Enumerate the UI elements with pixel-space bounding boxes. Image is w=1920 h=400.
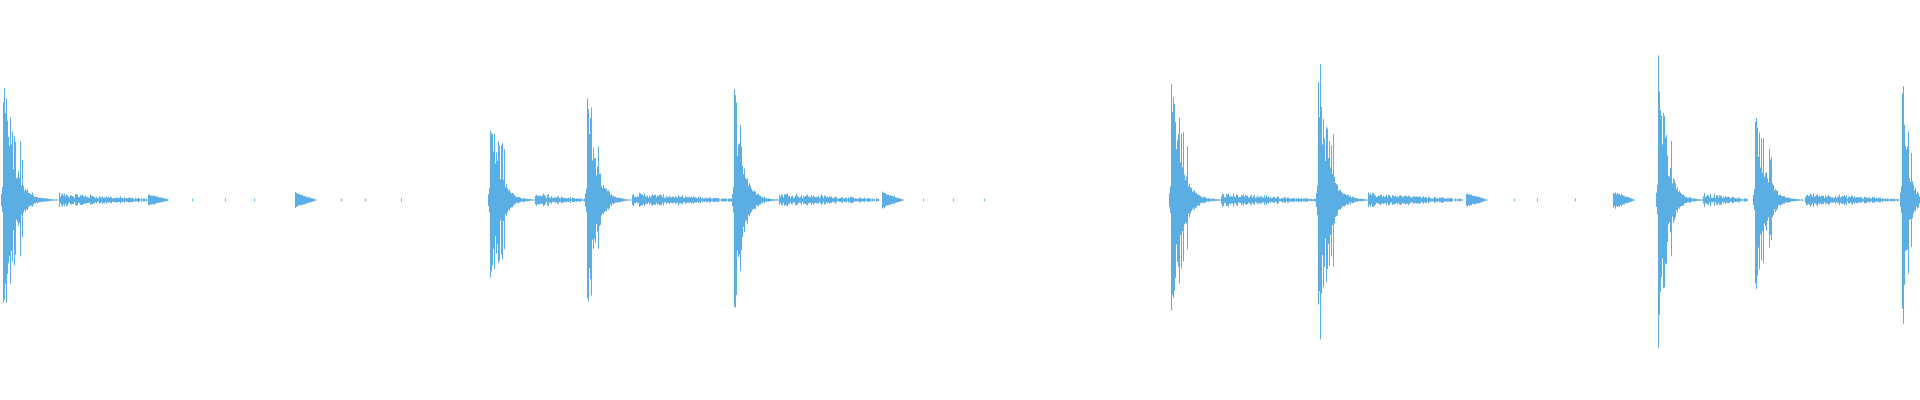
waveform-trace — [1, 55, 1920, 348]
